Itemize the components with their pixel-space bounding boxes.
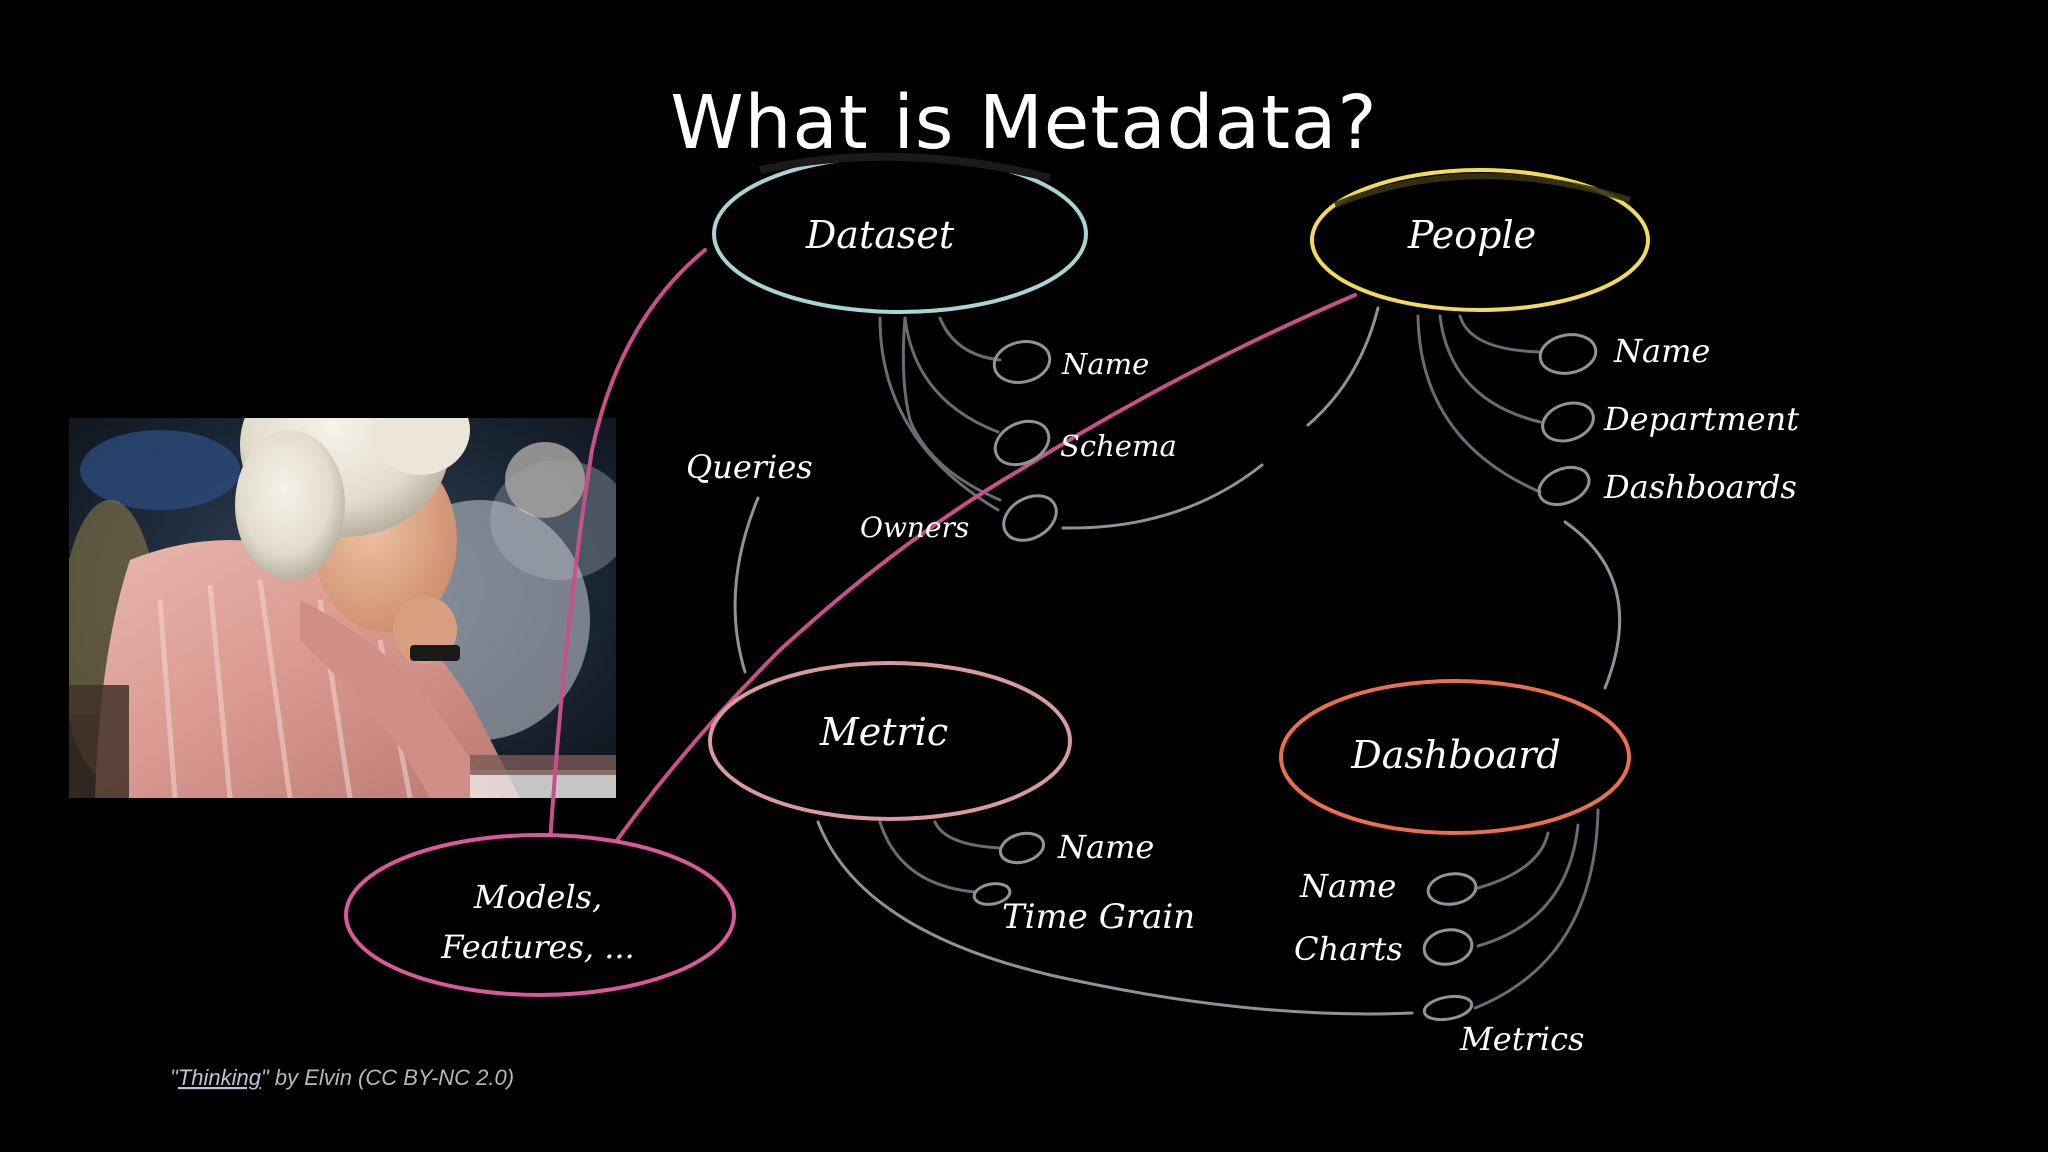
dataset-attr-name-oval (992, 340, 1052, 384)
metric-attr-name[interactable]: Name (997, 828, 1154, 867)
owners-people-connector (1061, 463, 1264, 530)
slide-title: What is Metadata? (670, 80, 1377, 166)
dataset-label: Dataset (805, 213, 955, 257)
dashboard-attr-metrics[interactable]: Metrics (1422, 993, 1584, 1058)
thinking-photo (69, 418, 616, 798)
dashboard-attr-metrics-oval (1422, 994, 1474, 1022)
credit-link[interactable]: Thinking (178, 1065, 262, 1090)
people-attr-dashboards-oval (1537, 465, 1591, 507)
people-attr-department[interactable]: Department (1538, 397, 1799, 447)
people-attr-dashboards-label: Dashboards (1603, 468, 1797, 506)
dashboard-attr-name-label: Name (1299, 867, 1396, 905)
people-label: People (1407, 213, 1536, 257)
metric-node[interactable]: Metric (708, 661, 1072, 821)
models-people-link[interactable] (606, 293, 1357, 855)
metric-attr-name-label: Name (1057, 828, 1154, 866)
queries-label: Queries (686, 448, 813, 486)
dataset-attr-owners[interactable]: Owners (860, 487, 1064, 550)
dataset-attr-owners-oval (1002, 494, 1058, 542)
people-attr-name-label: Name (1613, 332, 1710, 370)
queries-connector (733, 496, 760, 674)
dashboards-connector (1563, 520, 1622, 690)
dashboard-attr-name[interactable]: Name (1299, 867, 1478, 907)
dashboard-node[interactable]: Dashboard (1279, 679, 1631, 835)
models-oval (344, 833, 736, 997)
metric-attr-time-grain[interactable]: Time Grain (972, 881, 1196, 937)
credit-prefix: " (170, 1065, 179, 1090)
models-node[interactable]: Models, Features, ... (344, 833, 736, 997)
models-dataset-link[interactable] (548, 248, 707, 845)
dashboard-attr-charts-oval (1422, 928, 1474, 966)
photo-credit: "Thinking" by Elvin (CC BY-NC 2.0) (170, 1065, 514, 1090)
dataset-attribute-links (878, 316, 1002, 512)
people-node[interactable]: People (1310, 168, 1650, 312)
dashboard-attr-charts-label: Charts (1294, 930, 1403, 968)
metric-attr-name-oval (998, 831, 1046, 865)
dashboard-attr-name-oval (1426, 872, 1478, 906)
dashboard-attr-charts[interactable]: Charts (1294, 926, 1475, 968)
people-owners-connector-upper (1306, 306, 1380, 427)
dataset-node[interactable]: Dataset (712, 152, 1088, 314)
metric-oval (708, 661, 1072, 821)
metric-metrics-connector (816, 820, 1414, 1016)
models-label-line1: Models, (473, 878, 602, 916)
people-attr-dashboards[interactable]: Dashboards (1534, 460, 1797, 511)
dashboard-label: Dashboard (1350, 733, 1560, 777)
dataset-attr-schema-oval (993, 419, 1051, 467)
metric-attr-time-grain-oval (972, 882, 1012, 906)
dataset-attr-name-label: Name (1061, 347, 1149, 381)
people-attribute-links (1416, 314, 1542, 494)
dataset-attr-schema-label: Schema (1060, 429, 1177, 463)
people-oval (1310, 168, 1650, 312)
dataset-attr-owners-label: Owners (860, 511, 969, 544)
dashboard-oval (1279, 679, 1631, 835)
dataset-attr-name[interactable]: Name (990, 337, 1149, 388)
dashboard-attr-metrics-label: Metrics (1459, 1020, 1584, 1058)
models-label-line2: Features, ... (440, 928, 634, 966)
dataset-attr-schema[interactable]: Schema (988, 413, 1177, 473)
dashboard-attribute-links (1473, 808, 1600, 1010)
credit-suffix: " by Elvin (CC BY-NC 2.0) (261, 1065, 514, 1090)
metric-label: Metric (819, 710, 948, 754)
people-attr-department-label: Department (1603, 400, 1799, 438)
metric-attribute-links (878, 820, 1002, 894)
people-attr-department-oval (1541, 401, 1595, 443)
people-attr-name[interactable]: Name (1537, 330, 1710, 377)
metric-attr-time-grain-label: Time Grain (1002, 897, 1195, 937)
people-attr-name-oval (1538, 333, 1598, 375)
